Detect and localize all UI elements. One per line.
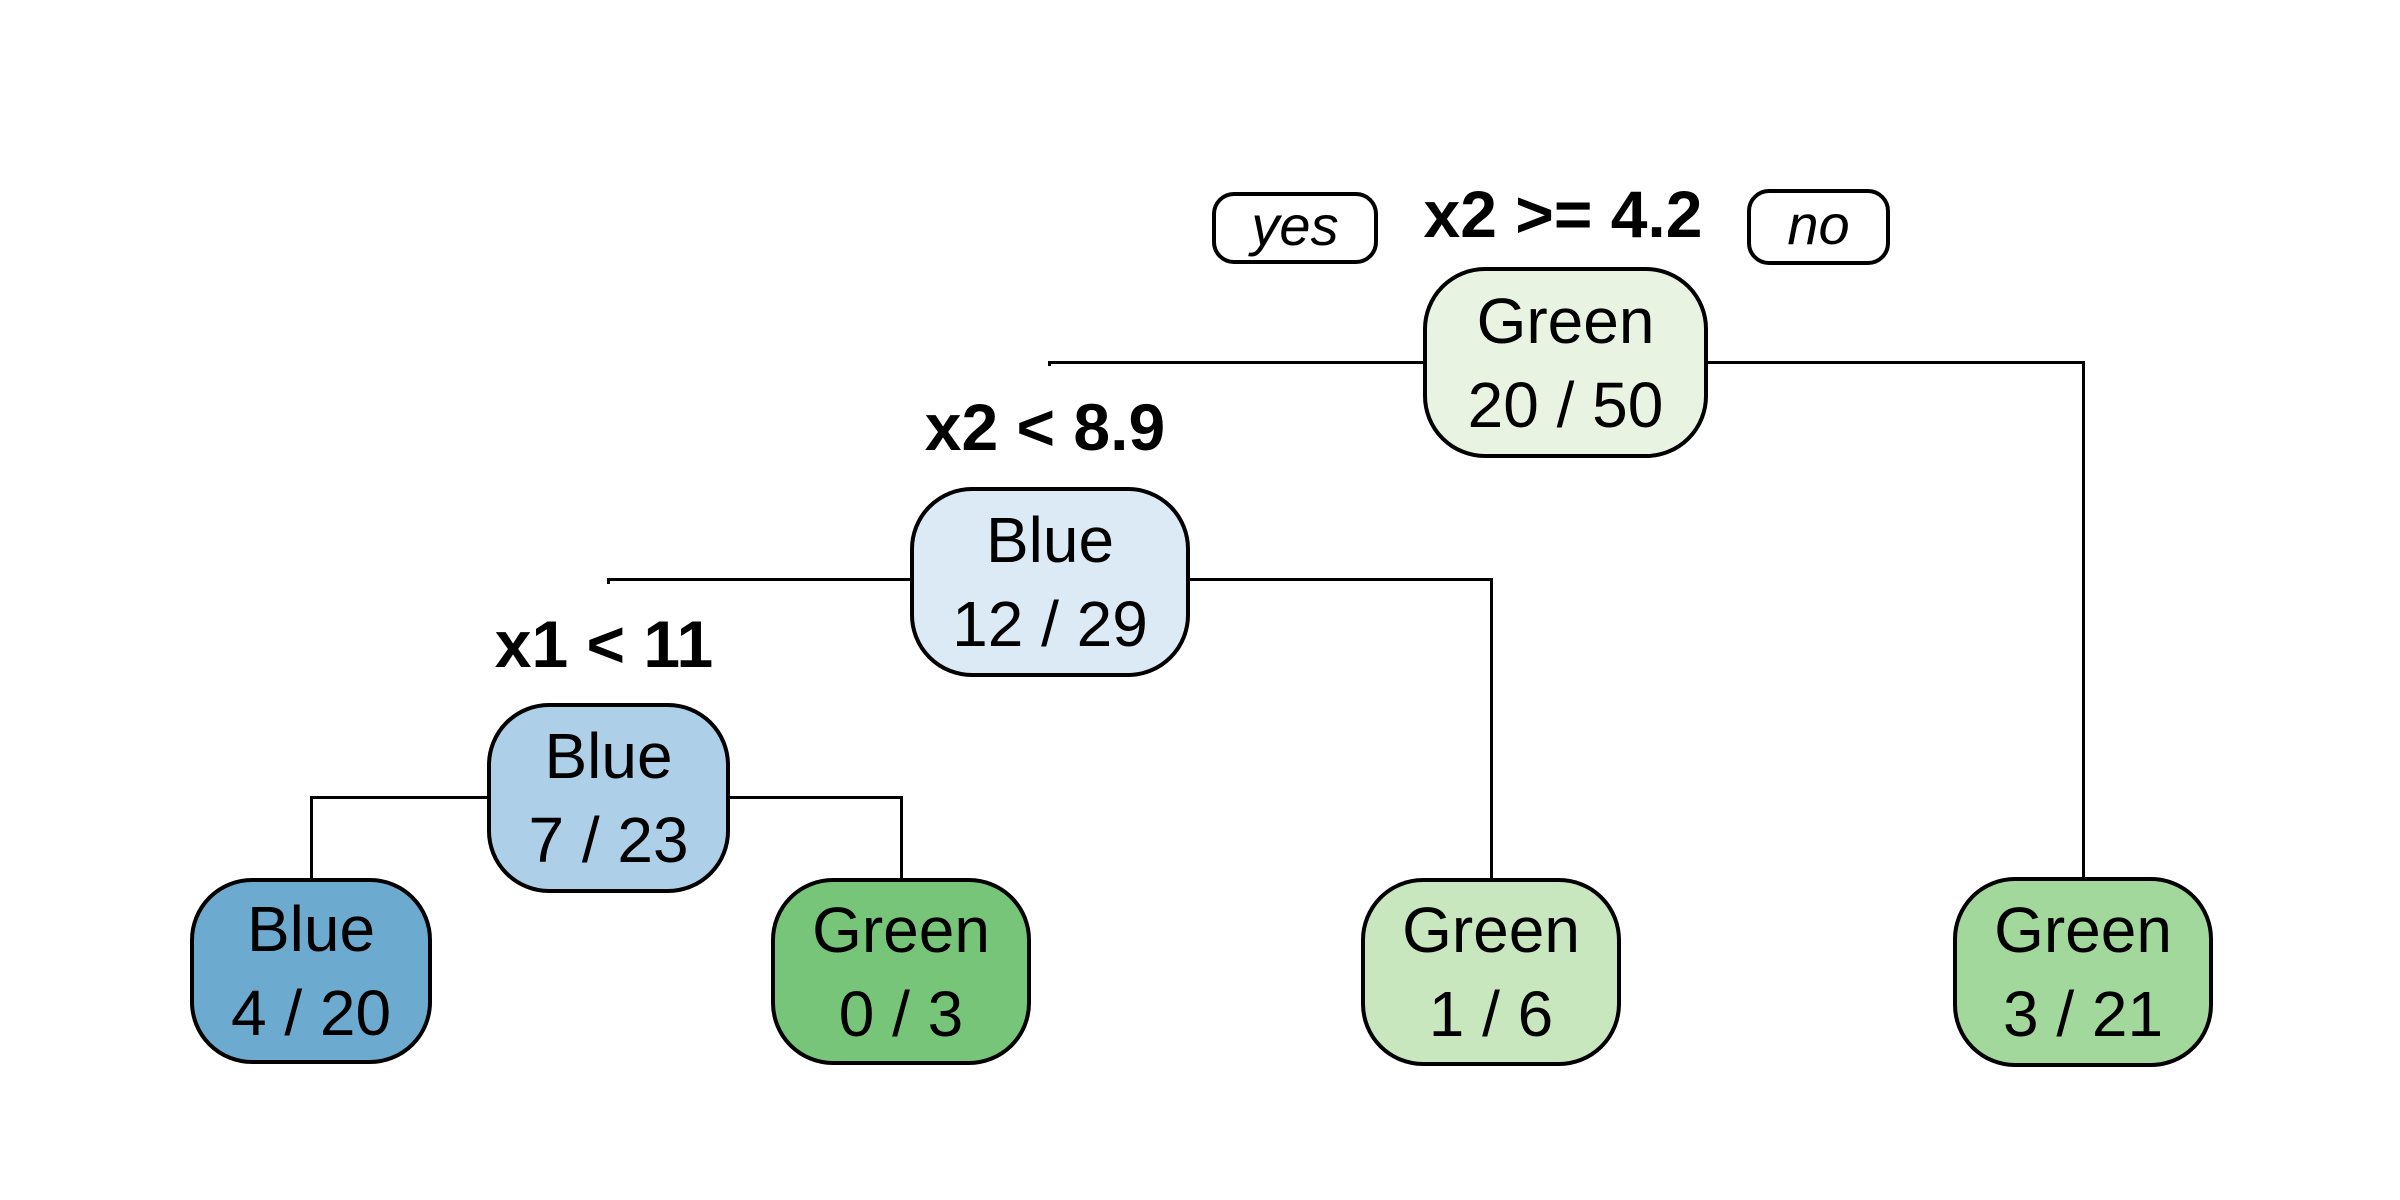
node-count-label: 7 / 23 [528, 804, 689, 876]
node-class-label: Green [1402, 894, 1580, 966]
tree-leaf-green-1-6: Green 1 / 6 [1361, 878, 1621, 1066]
branch-line-root-right-v [2082, 361, 2085, 879]
tree-leaf-green-0-3: Green 0 / 3 [771, 878, 1031, 1065]
branch-line-node1-right-h [1190, 578, 1493, 581]
node-class-label: Green [1476, 284, 1655, 357]
node-class-label: Green [812, 893, 990, 966]
branch-line-node2-right-v [900, 796, 903, 880]
node-count-label: 1 / 6 [1428, 978, 1554, 1050]
node-class-label: Green [1994, 894, 2172, 966]
branch-line-node2-left-h [311, 796, 487, 799]
node-count-label: 0 / 3 [838, 977, 964, 1050]
node-class-label: Blue [985, 504, 1115, 576]
split-label-node1: x2 < 8.9 [906, 366, 1184, 488]
no-branch-badge: no [1747, 189, 1890, 265]
node-count-label: 20 / 50 [1467, 368, 1664, 441]
branch-line-root-left-h [1048, 361, 1423, 364]
tree-leaf-green-3-21: Green 3 / 21 [1953, 877, 2213, 1067]
node-class-label: Blue [246, 893, 376, 965]
branch-line-node2-right-h [730, 796, 903, 799]
tree-leaf-blue-4-20: Blue 4 / 20 [190, 878, 432, 1064]
node-class-label: Blue [544, 720, 673, 792]
branch-line-node1-right-v [1490, 578, 1493, 879]
tree-node-root: Green 20 / 50 [1423, 267, 1708, 458]
tree-node-blue-7-23: Blue 7 / 23 [487, 703, 730, 893]
tree-node-blue-12-29: Blue 12 / 29 [910, 487, 1190, 677]
node-count-label: 4 / 20 [230, 977, 392, 1049]
branch-line-node2-left-v [310, 796, 313, 880]
yes-branch-badge: yes [1212, 192, 1378, 264]
node-count-label: 12 / 29 [952, 588, 1148, 660]
split-label-root: x2 >= 4.2 [1405, 174, 1721, 254]
node-count-label: 3 / 21 [2002, 978, 2164, 1050]
branch-line-root-right-h [1708, 361, 2085, 364]
split-label-node2: x1 < 11 [476, 584, 732, 704]
branch-line-node1-left-h [608, 578, 910, 581]
